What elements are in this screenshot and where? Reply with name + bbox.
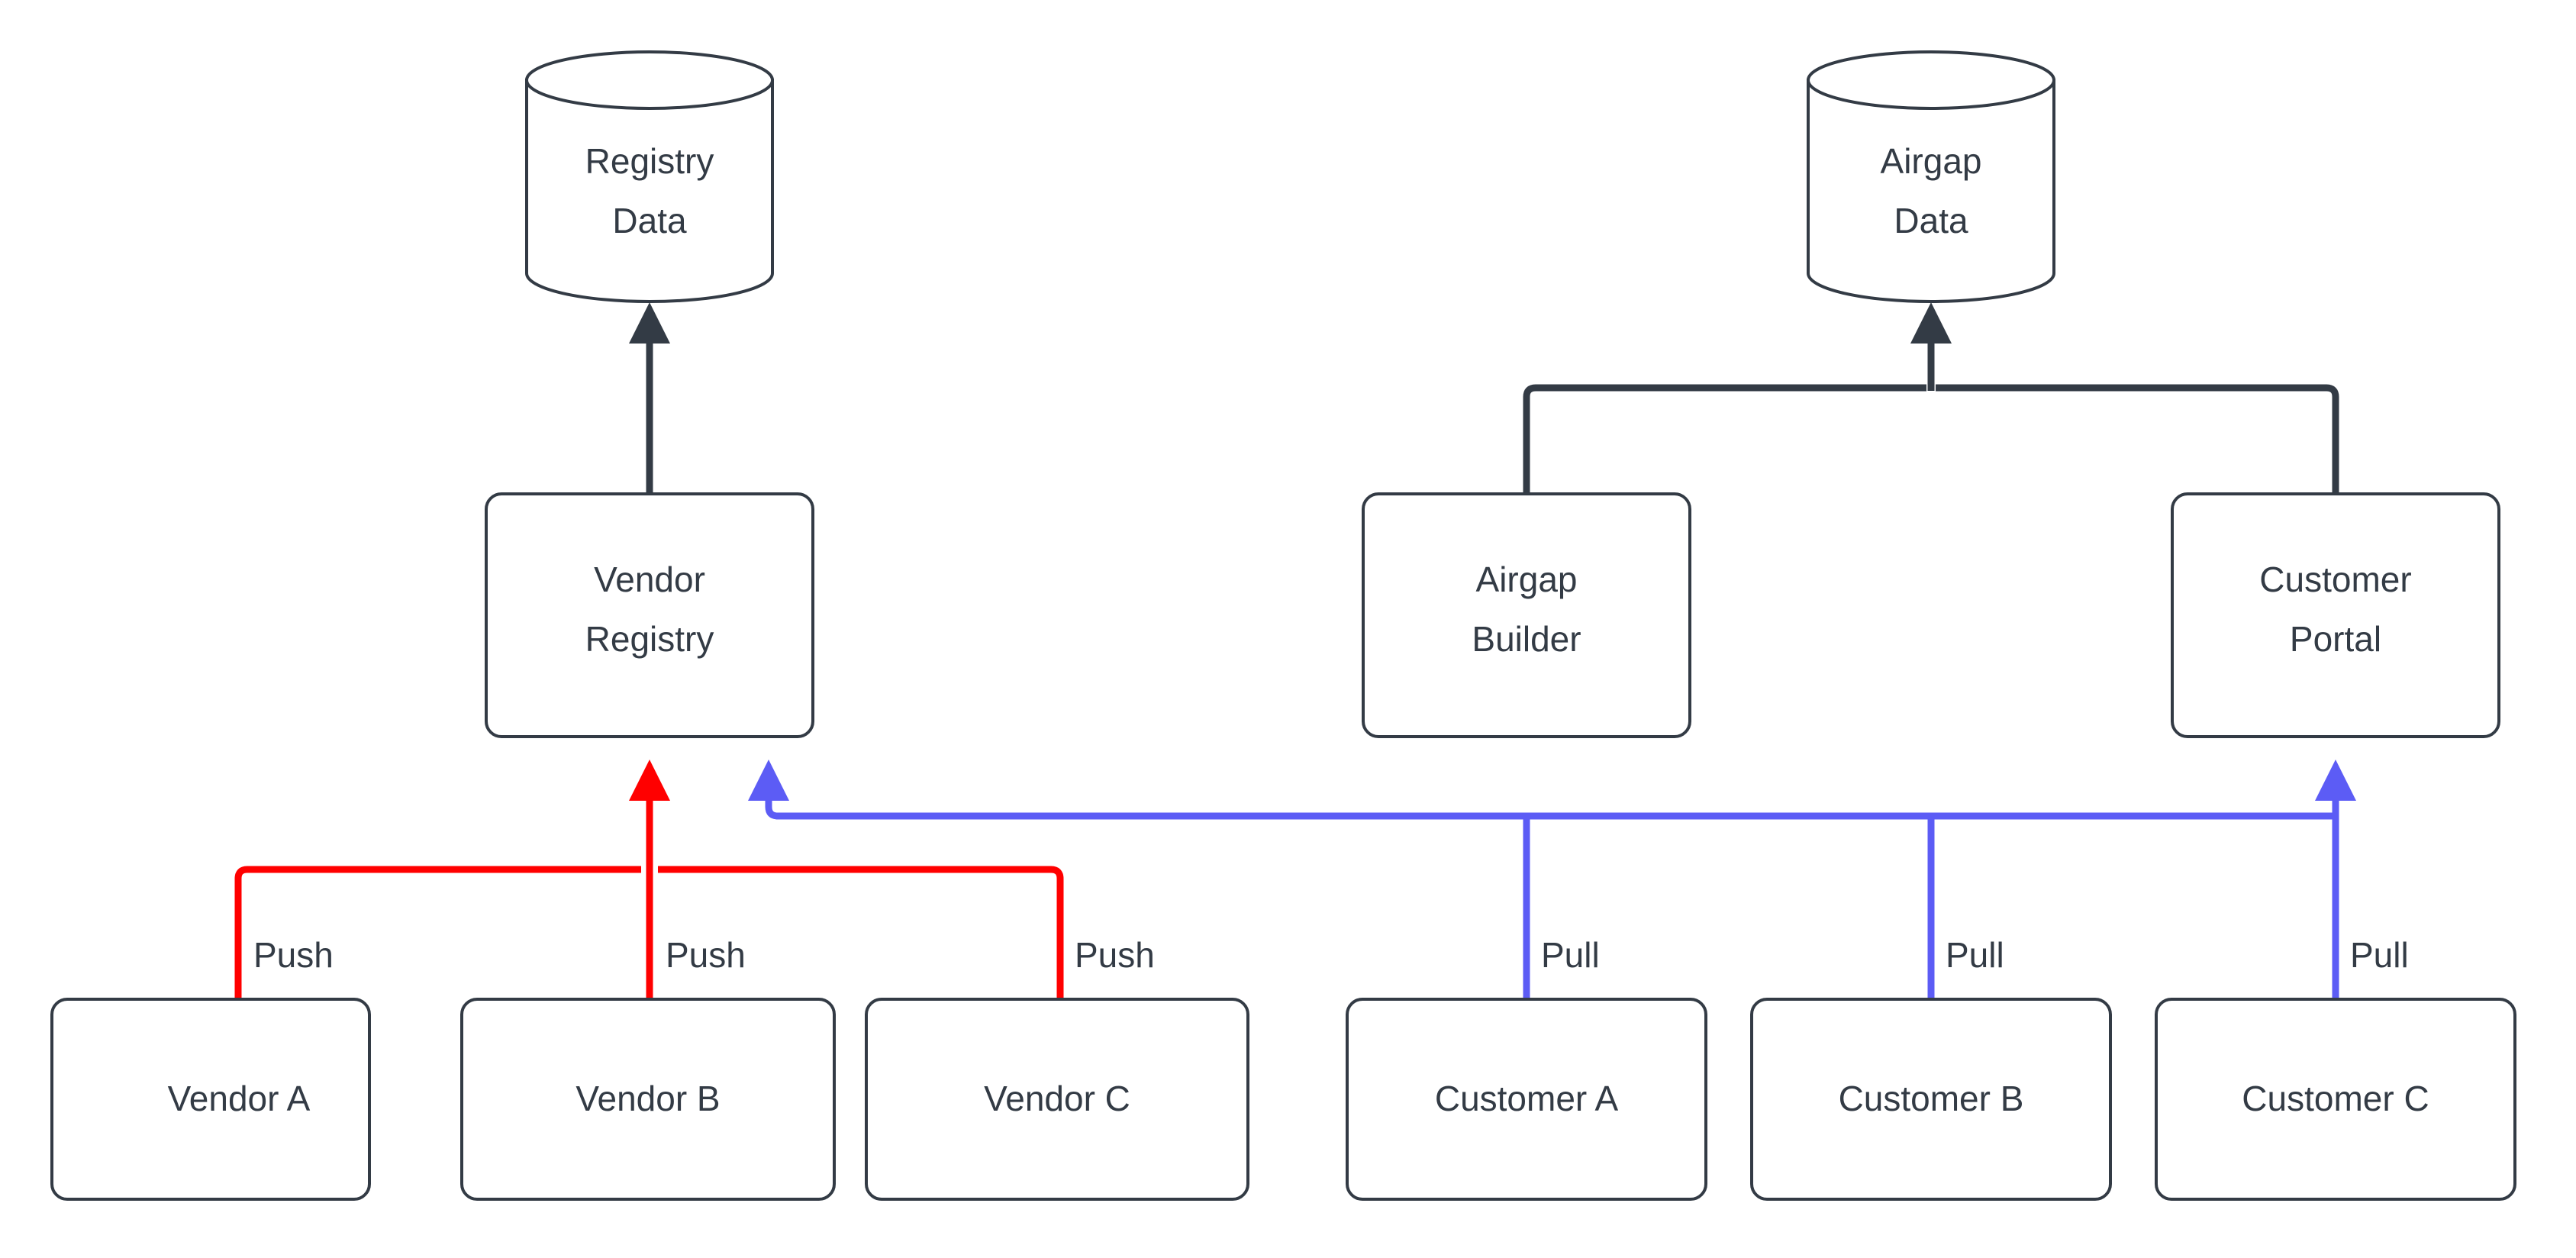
edge-label-push-a: Push xyxy=(253,935,334,975)
node-vendor-c[interactable]: Vendor C xyxy=(865,998,1249,1201)
customer-portal-label-line1: Customer xyxy=(2259,560,2411,599)
registry-data-label-line1: Registry xyxy=(585,141,714,181)
vendor-registry-label-line2: Registry xyxy=(585,619,714,659)
edge-vendor-a-push-riser xyxy=(234,866,641,999)
airgap-builder-label-line1: Airgap xyxy=(1476,560,1578,599)
vendor-a-label: Vendor A xyxy=(168,1079,311,1118)
node-customer-c[interactable]: Customer C xyxy=(2155,998,2516,1201)
airgap-data-cylinder-body xyxy=(1807,79,2055,303)
node-vendor-b[interactable]: Vendor B xyxy=(460,998,836,1201)
registry-data-label-line2: Data xyxy=(612,201,687,240)
edge-customer-portal-to-airgap-data xyxy=(1936,384,2339,495)
customer-c-label: Customer C xyxy=(2242,1079,2429,1118)
airgap-builder-label-line2: Builder xyxy=(1472,619,1581,659)
vendor-registry-box xyxy=(485,492,814,738)
node-customer-b[interactable]: Customer B xyxy=(1750,998,2112,1201)
airgap-builder-box xyxy=(1362,492,1691,738)
edge-label-pull-a: Pull xyxy=(1541,935,1600,975)
edge-airgap-builder-to-airgap-data xyxy=(1523,384,1926,495)
node-customer-a[interactable]: Customer A xyxy=(1346,998,1707,1201)
customer-a-label: Customer A xyxy=(1435,1079,1619,1118)
edge-vendor-c-push-riser xyxy=(658,866,1064,999)
node-airgap-data[interactable]: Airgap Data xyxy=(1807,50,2055,303)
node-airgap-builder[interactable]: Airgap Builder xyxy=(1362,492,1691,738)
edge-label-pull-c: Pull xyxy=(2350,935,2409,975)
vendor-c-box xyxy=(865,998,1249,1201)
edge-label-push-c: Push xyxy=(1075,935,1155,975)
registry-data-cylinder-top xyxy=(525,50,774,110)
airgap-data-label-line2: Data xyxy=(1894,201,1968,240)
registry-data-cylinder-body xyxy=(525,79,774,303)
customer-portal-label-line2: Portal xyxy=(2290,619,2381,659)
airgap-data-cylinder-top xyxy=(1807,50,2055,110)
vendor-b-box xyxy=(460,998,836,1201)
edge-label-push-b: Push xyxy=(666,935,746,975)
customer-b-label: Customer B xyxy=(1839,1079,2024,1118)
vendor-b-label: Vendor B xyxy=(575,1079,720,1118)
vendor-registry-label-line1: Vendor xyxy=(594,560,705,599)
customer-b-box xyxy=(1750,998,2112,1201)
edge-customers-pull-to-vendor-registry xyxy=(748,760,2336,820)
vendor-a-box xyxy=(50,998,371,1201)
airgap-data-label-line1: Airgap xyxy=(1881,141,1982,181)
vendor-c-label: Vendor C xyxy=(984,1079,1130,1118)
customer-portal-box xyxy=(2171,492,2500,738)
node-vendor-a[interactable]: Vendor A xyxy=(50,998,371,1201)
edge-label-pull-b: Pull xyxy=(1946,935,2004,975)
node-vendor-registry[interactable]: Vendor Registry xyxy=(485,492,814,738)
node-customer-portal[interactable]: Customer Portal xyxy=(2171,492,2500,738)
customer-c-box xyxy=(2155,998,2516,1201)
node-registry-data[interactable]: Registry Data xyxy=(525,50,774,303)
customer-a-box xyxy=(1346,998,1707,1201)
